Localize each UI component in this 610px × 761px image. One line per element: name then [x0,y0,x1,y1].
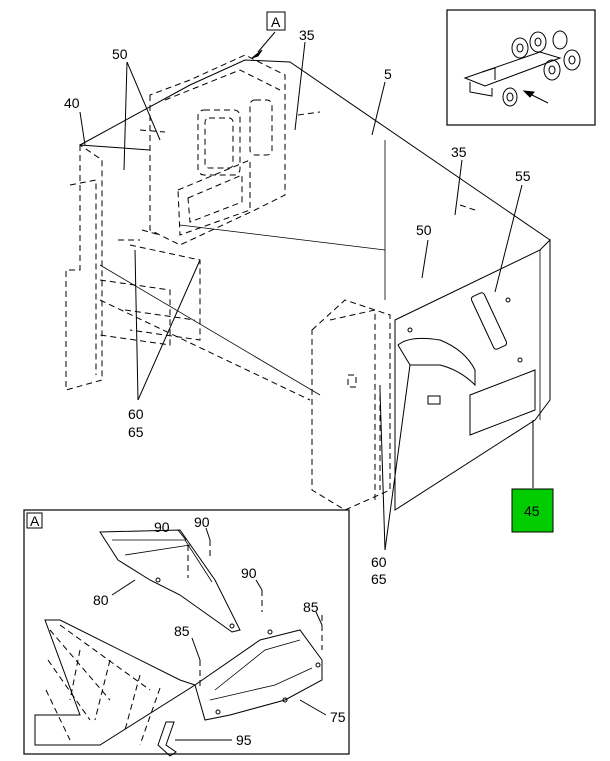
part-80-hole [155,577,161,583]
panel-45-hole-2 [407,327,413,333]
callout-35-right: 35 [451,144,467,160]
callout-80: 80 [93,592,109,608]
part-75-plate [194,629,323,721]
locator-cab-top [481,67,496,80]
callout-40: 40 [64,95,80,111]
callout-45-highlight[interactable] [511,488,554,533]
callout-5: 5 [384,66,392,82]
locator-wheel-1 [502,87,518,107]
detail-a-frame [23,509,350,755]
panel-45-armrest [397,337,476,387]
locator-wheel-6 [552,30,568,50]
part-75-flange [209,667,313,701]
fastener-60-left-2 [141,229,161,236]
locator-wheel-4 [543,59,561,81]
cab-floor-line [99,264,321,396]
callout-90-a: 90 [154,519,170,535]
leader-lines [79,31,534,551]
locator-frame [446,9,596,126]
console-outline [149,54,286,246]
cab-exploded-view [65,54,551,511]
floor-mat-hatching [45,624,161,746]
panel-40-inner [69,179,97,375]
console-window-1 [197,109,241,176]
callout-35: 35 [299,27,315,43]
callout-50-right: 50 [416,222,432,238]
cab-roof-edge [79,59,551,241]
callout-85-b: 85 [303,599,319,615]
floor-member-back [129,244,201,341]
callout-55: 55 [515,168,531,184]
panel-45-latch [427,395,441,405]
front-pillar-inner [329,309,376,500]
cab-floor-dash [99,299,311,401]
detail-a-box [26,512,43,529]
panel-45-hole-3 [505,297,511,303]
part-75-ridge [214,639,301,691]
cab-top-left [79,144,151,151]
locator-cab [469,82,493,97]
callout-75: 75 [330,709,346,725]
front-pillar [311,299,391,511]
callout-60-lower: 60 [371,554,387,570]
locator-inset [446,9,596,126]
floor-member-left [99,279,171,346]
panel-40-outline [65,144,103,391]
callout-45: 45 [524,503,540,519]
fastener-35-left [297,111,321,116]
part-95-clip [157,721,177,757]
floor-mat-hatched [34,619,197,746]
callout-95: 95 [236,732,252,748]
console-window-3-inner [187,174,243,223]
panel-45-hole-1 [517,357,523,363]
console-top [164,69,281,101]
panel-45 [394,238,551,511]
callout-50: 50 [112,46,128,62]
callout-65: 65 [128,424,144,440]
console-window-1-inner [204,117,234,169]
front-pillar-slot [347,374,357,388]
console-window-3 [177,159,251,236]
locator-wheel-5 [563,49,581,71]
callout-90-c: 90 [241,565,257,581]
callout-labels: A 35 5 50 40 35 55 50 60 65 60 65 45 [64,11,554,587]
fastener-35-right [459,204,476,211]
callout-85-a: 85 [174,623,190,639]
part-80-rib [124,544,191,556]
locator-wheel-3 [529,31,547,53]
callout-60: 60 [128,406,144,422]
callout-90-b: 90 [194,514,210,530]
ref-box-a [266,11,286,31]
part-80-inner [112,539,213,583]
cab-floor-back [179,224,386,251]
fastener-50-left [139,129,166,133]
detail-a-letter: A [30,513,40,529]
detail-a-inset: A 90 90 [23,509,350,757]
panel-55-handle [470,292,508,350]
part-80-bracket [99,529,241,633]
panel-45-cutout [469,369,536,436]
callout-65-lower: 65 [371,571,387,587]
locator-wheel-2 [511,37,529,59]
locator-chassis [463,51,562,87]
ref-box-a-letter: A [271,14,281,30]
console-window-2 [249,99,273,156]
